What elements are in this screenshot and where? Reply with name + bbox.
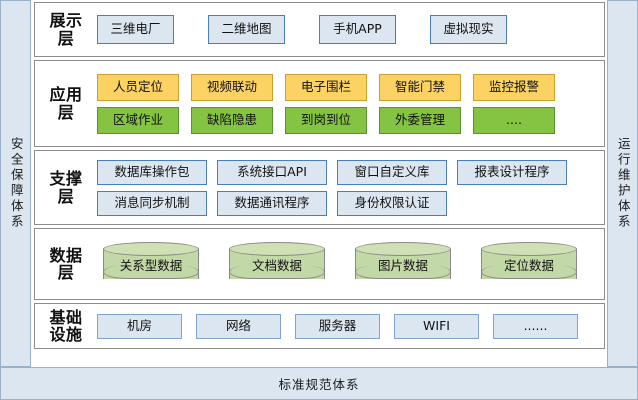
layer-application-name: 应用层 — [35, 86, 97, 121]
layer-support-row-1: 数据库操作包 系统接口API 窗口自定义库 报表设计程序 — [97, 159, 598, 185]
bottom-bar-standards-system: 标准规范体系 — [0, 367, 638, 400]
item-database-operation-package[interactable]: 数据库操作包 — [97, 159, 207, 185]
layer-presentation-name: 展示层 — [35, 12, 97, 47]
item-infrastructure-more[interactable]: ...... — [493, 313, 578, 339]
database-cylinder-document[interactable]: 文档数据 — [229, 242, 325, 286]
layer-infrastructure-body: 机房 网络 服务器 WIFI ...... — [97, 313, 604, 339]
database-cylinder-image[interactable]: 图片数据 — [355, 242, 451, 286]
cylinder-top — [355, 242, 451, 256]
layer-data-row-1: 关系型数据 文档数据 图片数据 — [97, 242, 598, 286]
cylinder-bottom — [481, 265, 577, 279]
layer-application-label: 应用层 — [49, 85, 83, 122]
layer-application-body: 人员定位 视频联动 电子围栏 智能门禁 监控报警 区域作业 缺陷隐患 到岗到位 … — [97, 73, 604, 134]
layer-support-row-2: 消息同步机制 数据通讯程序 身份权限认证 — [97, 190, 598, 216]
layer-data-name: 数据层 — [35, 247, 97, 282]
cylinder-bottom — [355, 265, 451, 279]
cylinder-bottom — [103, 265, 199, 279]
layer-data-label: 数据层 — [49, 245, 83, 282]
left-band-label: 安全保障体系 — [8, 137, 24, 230]
layer-presentation-body: 三维电厂 二维地图 手机APP 虚拟现实 — [97, 15, 604, 44]
item-network[interactable]: 网络 — [196, 313, 281, 339]
item-report-design-program[interactable]: 报表设计程序 — [457, 159, 567, 185]
layer-infrastructure: 基础设施 机房 网络 服务器 WIFI ...... — [34, 303, 605, 349]
item-personnel-positioning[interactable]: 人员定位 — [97, 73, 179, 101]
layer-application: 应用层 人员定位 视频联动 电子围栏 智能门禁 监控报警 区域作业 缺陷隐患 到… — [34, 60, 605, 147]
layer-infrastructure-label: 基础设施 — [49, 307, 83, 344]
item-defect-hazard[interactable]: 缺陷隐患 — [191, 106, 273, 134]
item-data-communication-program[interactable]: 数据通讯程序 — [217, 190, 327, 216]
cylinder-bottom — [229, 265, 325, 279]
item-machine-room[interactable]: 机房 — [97, 313, 182, 339]
layer-data: 数据层 关系型数据 文档数据 — [34, 228, 605, 300]
database-cylinder-positioning[interactable]: 定位数据 — [481, 242, 577, 286]
layer-presentation-label: 展示层 — [49, 11, 83, 48]
item-server[interactable]: 服务器 — [295, 313, 380, 339]
layer-support-body: 数据库操作包 系统接口API 窗口自定义库 报表设计程序 消息同步机制 数据通讯… — [97, 159, 604, 216]
diagram-upper-region: 安全保障体系 展示层 三维电厂 二维地图 手机APP 虚拟现实 — [0, 0, 638, 367]
item-wifi[interactable]: WIFI — [394, 313, 479, 339]
layer-data-body: 关系型数据 文档数据 图片数据 — [97, 242, 604, 286]
layer-support-name: 支撑层 — [35, 170, 97, 205]
item-window-custom-library[interactable]: 窗口自定义库 — [337, 159, 447, 185]
layer-support-label: 支撑层 — [49, 169, 83, 206]
item-mobile-app[interactable]: 手机APP — [319, 15, 396, 44]
left-band-security-assurance: 安全保障体系 — [0, 0, 31, 367]
item-monitoring-alarm[interactable]: 监控报警 — [473, 73, 555, 101]
item-virtual-reality[interactable]: 虚拟现实 — [430, 15, 507, 44]
cylinder-top — [481, 242, 577, 256]
layer-presentation-row-1: 三维电厂 二维地图 手机APP 虚拟现实 — [97, 15, 598, 44]
item-area-operation[interactable]: 区域作业 — [97, 106, 179, 134]
item-application-more[interactable]: .... — [473, 106, 555, 134]
cylinder-label-document: 文档数据 — [251, 257, 302, 273]
layer-presentation: 展示层 三维电厂 二维地图 手机APP 虚拟现实 — [34, 2, 605, 57]
item-outsourcing-management[interactable]: 外委管理 — [379, 106, 461, 134]
item-electronic-fence[interactable]: 电子围栏 — [285, 73, 367, 101]
item-smart-access-control[interactable]: 智能门禁 — [379, 73, 461, 101]
cylinder-top — [103, 242, 199, 256]
cylinder-label-image: 图片数据 — [377, 257, 428, 273]
layer-application-row-1: 人员定位 视频联动 电子围栏 智能门禁 监控报警 — [97, 73, 598, 101]
right-band-operation-maintenance: 运行维护体系 — [607, 0, 638, 367]
cylinder-label-positioning: 定位数据 — [503, 257, 554, 273]
item-3d-power-plant[interactable]: 三维电厂 — [97, 15, 174, 44]
bottom-bar-label: 标准规范体系 — [278, 377, 360, 392]
layer-infrastructure-name: 基础设施 — [35, 309, 97, 344]
layer-infrastructure-row-1: 机房 网络 服务器 WIFI ...... — [97, 313, 598, 339]
layer-stack: 展示层 三维电厂 二维地图 手机APP 虚拟现实 应用层 — [31, 0, 607, 367]
item-on-post-in-place[interactable]: 到岗到位 — [285, 106, 367, 134]
right-band-label: 运行维护体系 — [615, 137, 631, 230]
cylinder-top — [229, 242, 325, 256]
database-cylinder-relational[interactable]: 关系型数据 — [103, 242, 199, 286]
item-video-linkage[interactable]: 视频联动 — [191, 73, 273, 101]
item-identity-permission-auth[interactable]: 身份权限认证 — [337, 190, 447, 216]
item-system-interface-api[interactable]: 系统接口API — [217, 159, 327, 185]
layer-application-row-2: 区域作业 缺陷隐患 到岗到位 外委管理 .... — [97, 106, 598, 134]
layer-support: 支撑层 数据库操作包 系统接口API 窗口自定义库 报表设计程序 消息同步机制 … — [34, 150, 605, 225]
item-2d-map[interactable]: 二维地图 — [208, 15, 285, 44]
cylinder-label-relational: 关系型数据 — [119, 257, 183, 273]
item-message-sync-mechanism[interactable]: 消息同步机制 — [97, 190, 207, 216]
